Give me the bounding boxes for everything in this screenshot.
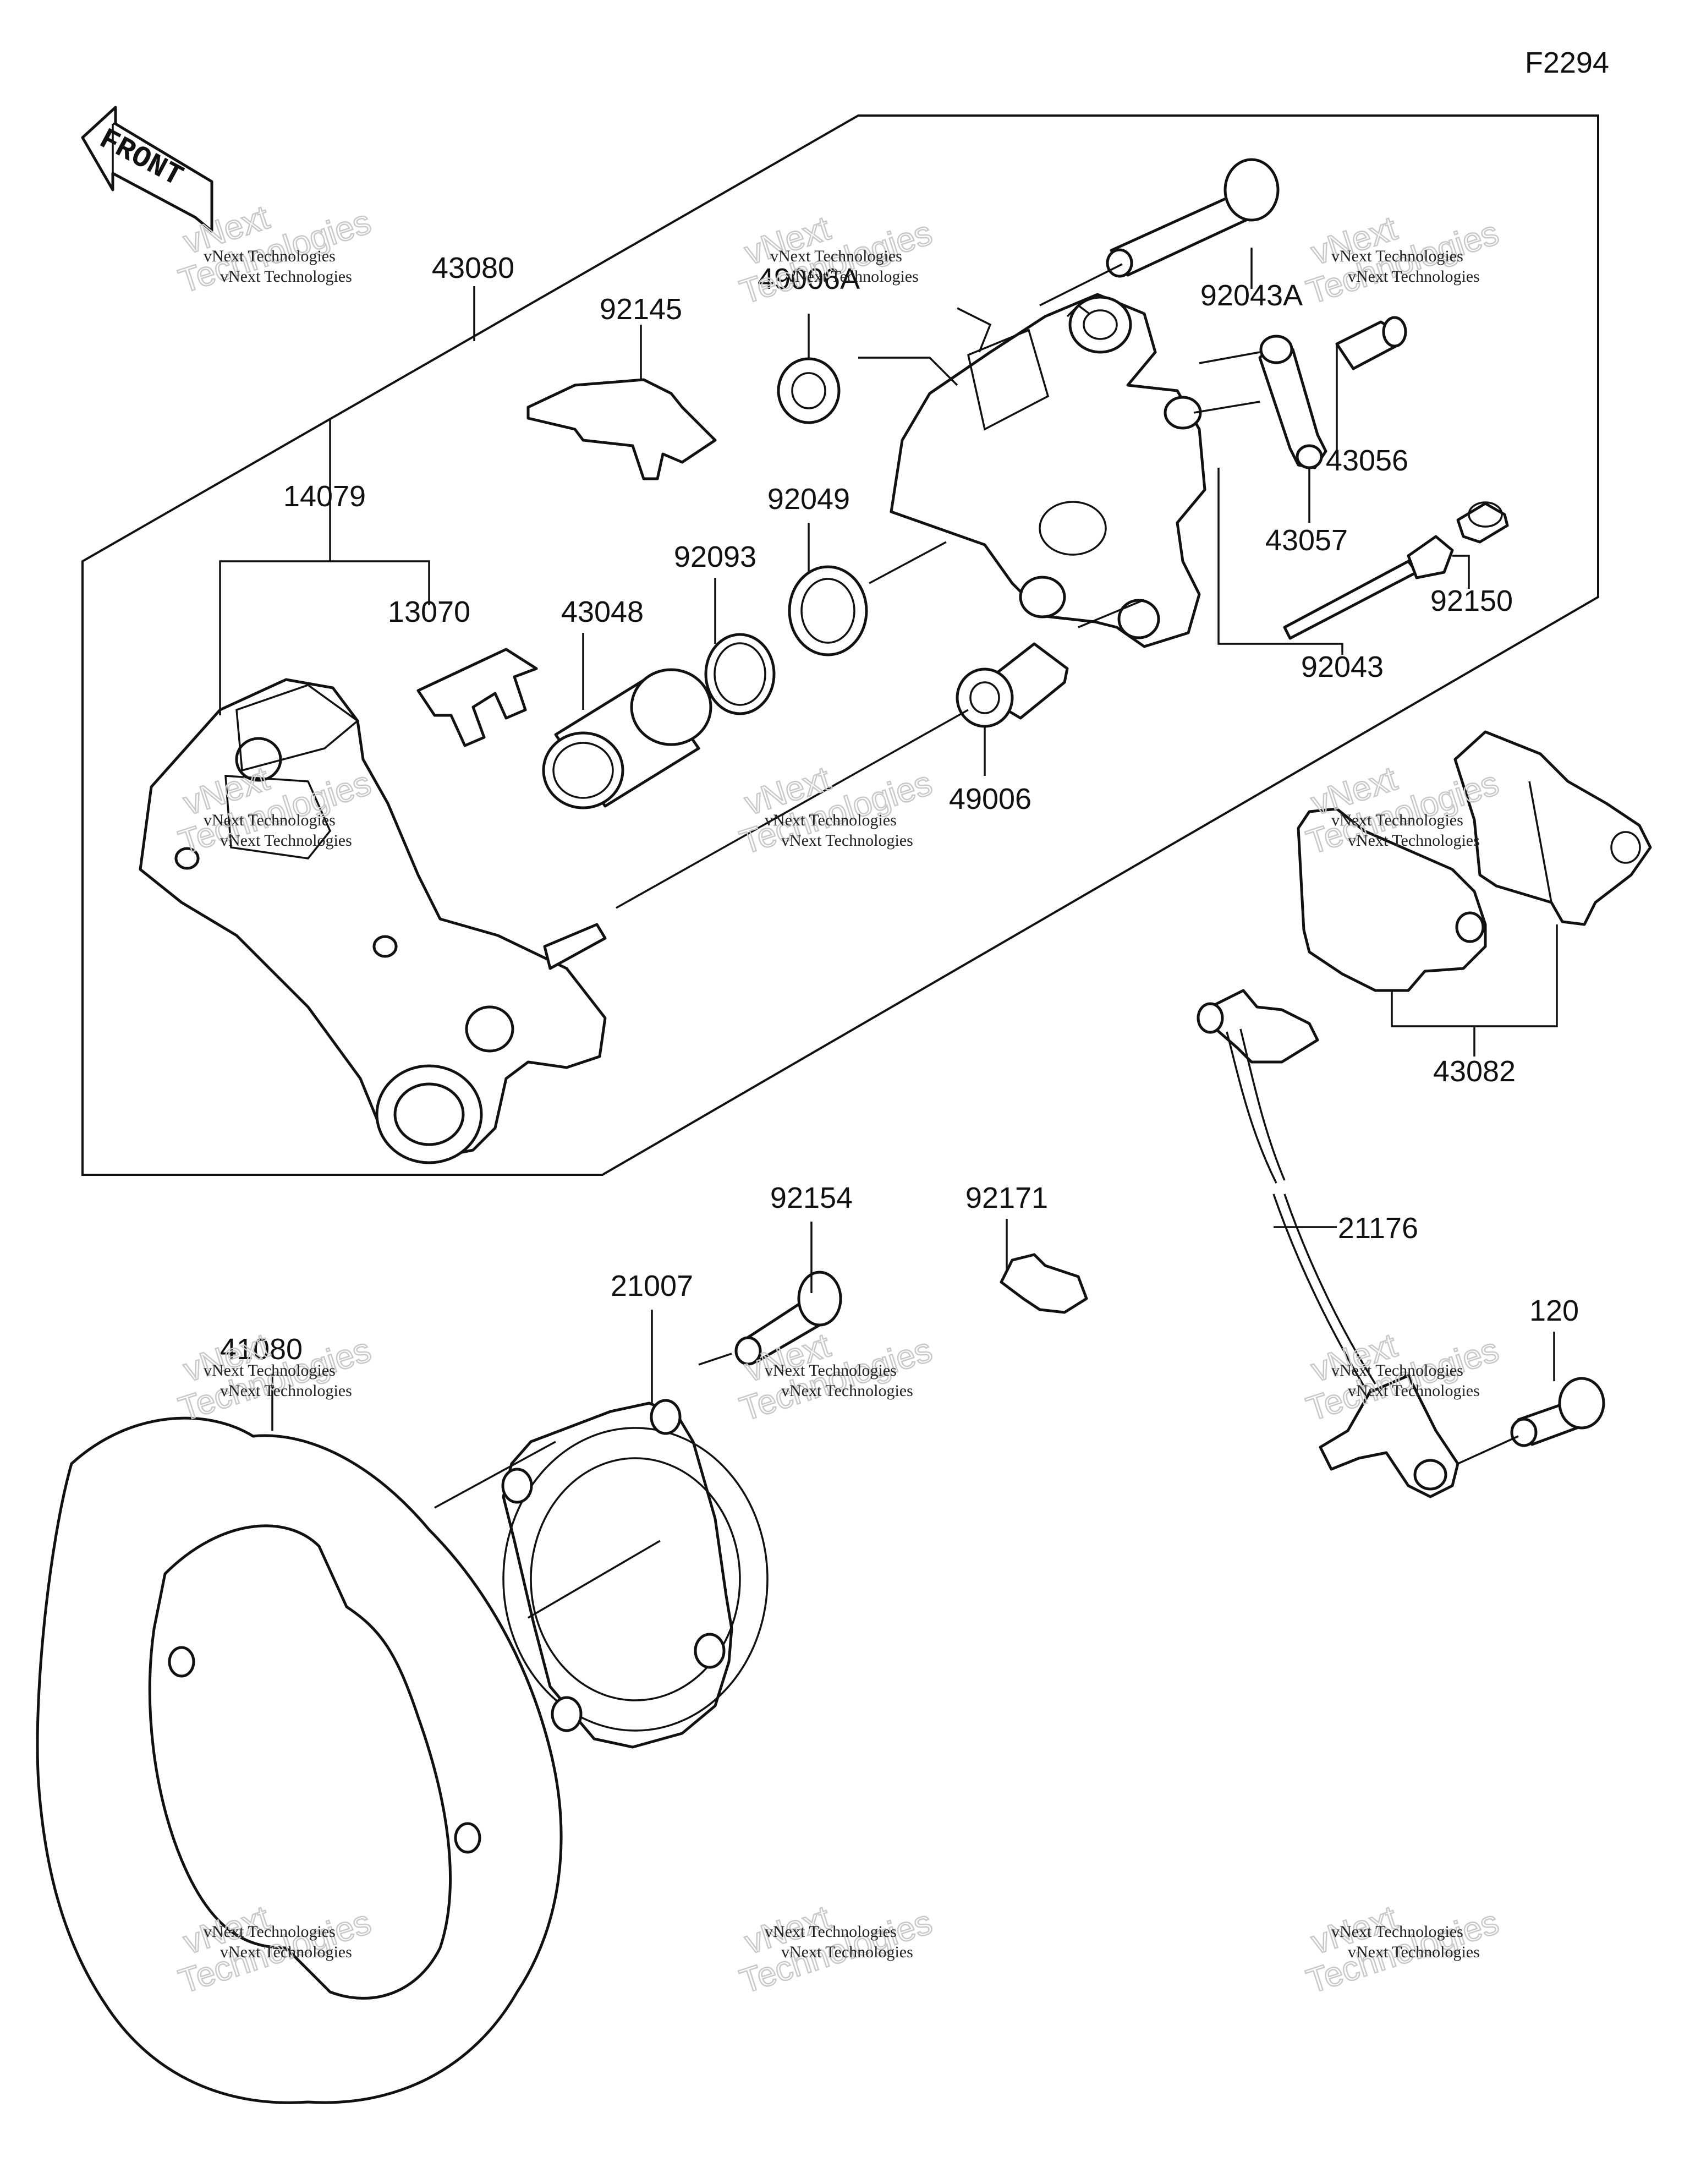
svg-text:vNext Technologies: vNext Technologies — [1348, 831, 1480, 850]
label-92150: 92150 — [1430, 584, 1513, 617]
svg-text:vNext Technologies: vNext Technologies — [781, 831, 913, 850]
svg-text:vNext Technologies: vNext Technologies — [220, 1943, 352, 1961]
label-41080: 41080 — [220, 1333, 303, 1366]
bleeder-bracket-part — [1258, 335, 1327, 469]
boot-lower-part — [956, 642, 1069, 728]
svg-text:vNext Technologies: vNext Technologies — [781, 1382, 913, 1400]
svg-text:vNext Technologies: vNext Technologies — [204, 811, 336, 829]
svg-text:vNext Technologies: vNext Technologies — [781, 1943, 913, 1961]
svg-text:vNext Technologies: vNext Technologies — [1331, 811, 1463, 829]
label-43082: 43082 — [1433, 1055, 1516, 1088]
label-43048: 43048 — [561, 595, 644, 628]
watermark: vNext Technologies — [1302, 209, 1504, 312]
svg-text:vNext Technologies: vNext Technologies — [1331, 1923, 1463, 1941]
brake-pad-front-part — [1297, 807, 1487, 992]
svg-text:vNext Technologies: vNext Technologies — [787, 267, 919, 286]
label-13070: 13070 — [388, 595, 470, 628]
front-arrow-icon: FRONT — [81, 106, 213, 233]
label-92145: 92145 — [600, 293, 682, 326]
caliper-body-part — [890, 293, 1206, 648]
label-92154: 92154 — [770, 1181, 853, 1214]
seal-part — [704, 633, 776, 715]
label-49006A: 49006A — [758, 262, 860, 295]
svg-text:vNext Technologies: vNext Technologies — [1348, 267, 1480, 286]
bleeder-valve-part — [1335, 316, 1407, 370]
svg-text:vNext Technologies: vNext Technologies — [220, 831, 352, 850]
label-92043: 92043 — [1301, 650, 1384, 683]
part-labels: 43080 92145 49006A 92043A 43056 43057 14… — [220, 251, 1579, 1366]
sensor-rotor-part — [501, 1399, 769, 1749]
bolt-92154-part — [734, 1271, 842, 1366]
caliper-holder-part — [139, 678, 607, 1164]
label-43056: 43056 — [1326, 444, 1408, 477]
pad-spring-part — [416, 648, 538, 747]
label-92043A: 92043A — [1200, 279, 1303, 312]
brake-pad-rear-part — [1453, 730, 1652, 926]
piston-part — [542, 668, 712, 809]
svg-text:vNext Technologies: vNext Technologies — [765, 1923, 897, 1941]
sensor-clip-part — [1000, 1253, 1088, 1314]
caliper-assembly-frame — [81, 114, 1599, 1176]
label-92049: 92049 — [767, 483, 850, 516]
svg-text:vNext Technologies: vNext Technologies — [1348, 1382, 1480, 1400]
boot-upper-part — [777, 357, 841, 424]
svg-text:vNext Technologies: vNext Technologies — [1331, 1361, 1463, 1380]
slide-pin-part — [1106, 158, 1280, 278]
label-92093: 92093 — [674, 540, 756, 573]
svg-text:vNext Technologies: vNext Technologies — [1348, 1943, 1480, 1961]
plug-part — [1456, 501, 1509, 544]
leader-lines — [219, 248, 1558, 1431]
svg-text:vNext Technologies: vNext Technologies — [220, 1382, 352, 1400]
dust-seal-part — [788, 565, 868, 656]
svg-text:vNext Technologies: vNext Technologies — [765, 1361, 897, 1380]
pad-clip-part — [526, 378, 717, 480]
label-92171: 92171 — [965, 1181, 1048, 1214]
label-49006: 49006 — [949, 782, 1031, 815]
label-14079: 14079 — [283, 480, 366, 513]
assembly-lines — [434, 263, 1519, 1619]
brake-disc-part — [36, 1416, 563, 2104]
abs-sensor-part — [1197, 989, 1459, 1498]
svg-text:vNext Technologies: vNext Technologies — [220, 267, 352, 286]
label-43080: 43080 — [432, 251, 514, 284]
bolt-120-part — [1510, 1377, 1605, 1447]
label-43057: 43057 — [1265, 524, 1348, 557]
figure-code: F2294 — [1525, 46, 1609, 79]
svg-text:vNext Technologies: vNext Technologies — [765, 811, 897, 829]
svg-text:vNext Technologies: vNext Technologies — [204, 1923, 336, 1941]
pad-pin-part — [1283, 535, 1454, 640]
svg-text:vNext Technologies: vNext Technologies — [204, 247, 336, 265]
label-21007: 21007 — [611, 1269, 693, 1302]
svg-text:vNext Technologies: vNext Technologies — [204, 1361, 336, 1380]
label-21176: 21176 — [1338, 1212, 1418, 1245]
svg-text:vNext Technologies: vNext Technologies — [1331, 247, 1463, 265]
svg-text:vNext Technologies: vNext Technologies — [770, 247, 902, 265]
label-120: 120 — [1529, 1294, 1579, 1327]
